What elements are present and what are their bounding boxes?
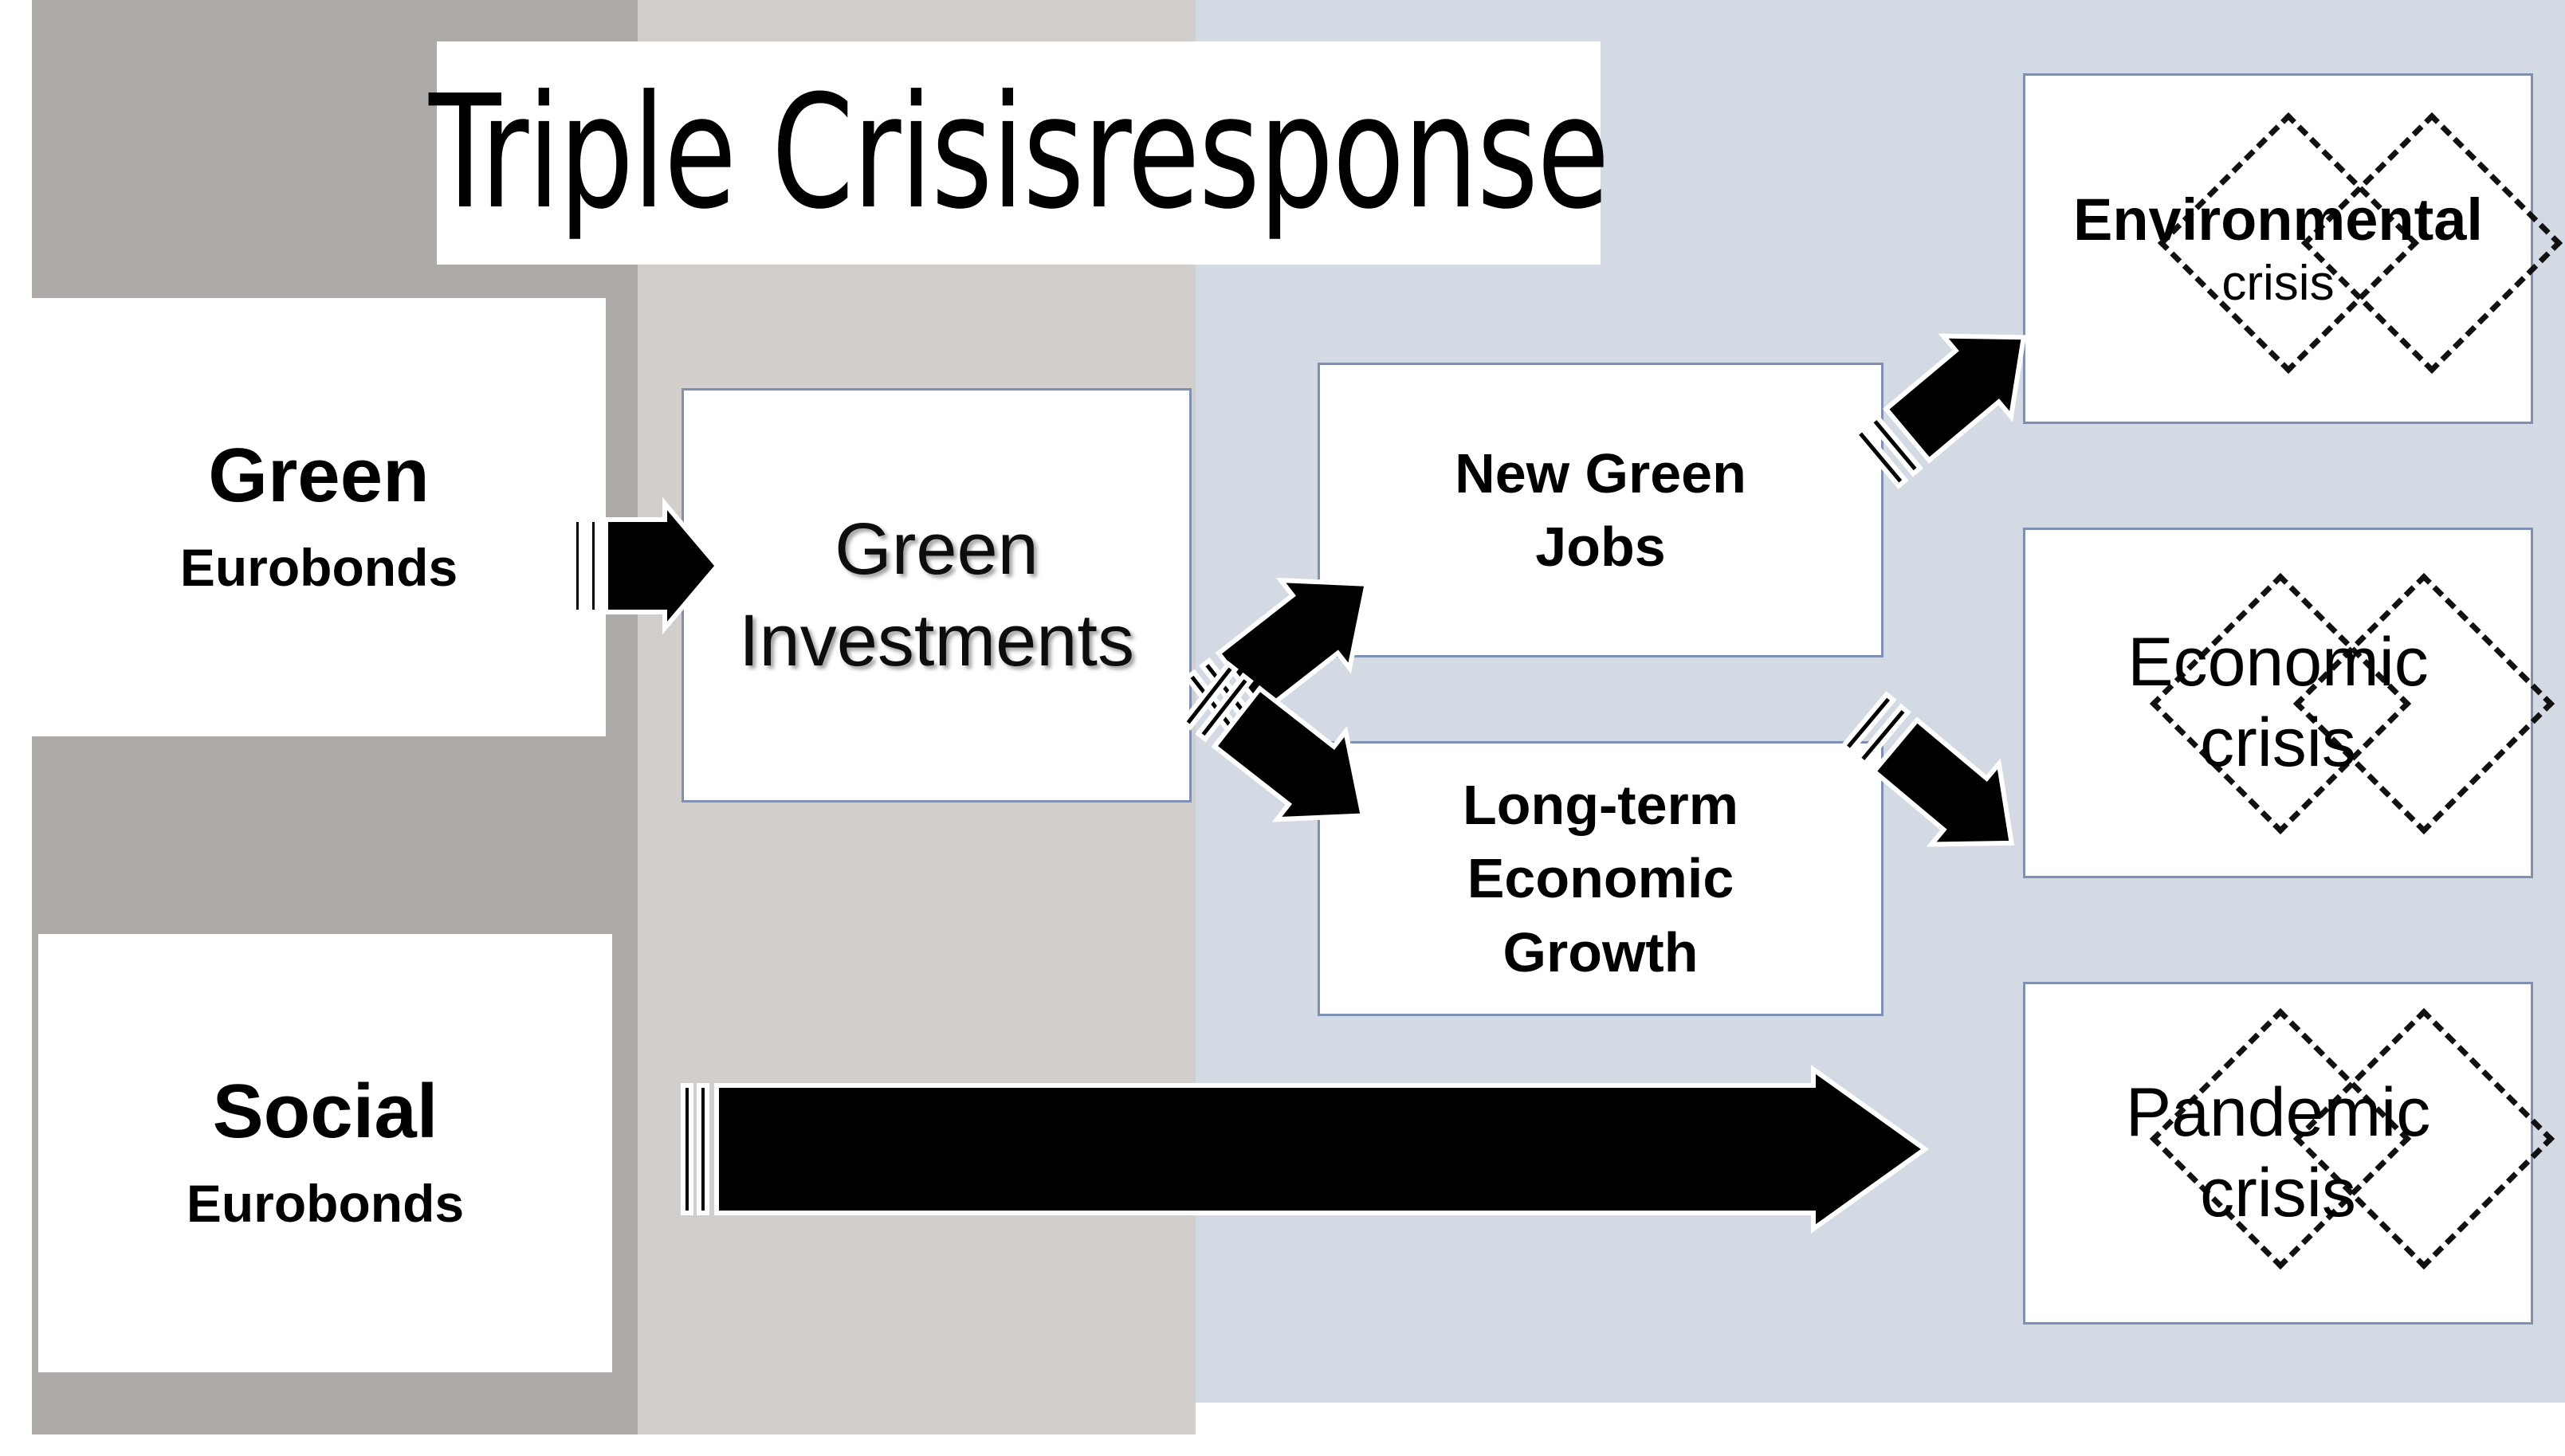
- green-eurobonds-line2: Eurobonds: [179, 538, 458, 598]
- pandemic-crisis-line1: Pandemic: [2125, 1073, 2431, 1151]
- social-eurobonds-line1: Social: [212, 1068, 438, 1154]
- green-investments-line1: Green: [835, 508, 1039, 590]
- new-green-jobs-line2: Jobs: [1535, 516, 1666, 578]
- page-title: Triple Crisisresponse: [429, 62, 1610, 244]
- arrow-green-eurobonds-to-green-investments: [572, 496, 732, 635]
- pandemic-crisis-box[interactable]: Pandemic crisis: [2023, 982, 2555, 1325]
- new-green-jobs-line1: New Green: [1455, 442, 1746, 504]
- green-investments-box[interactable]: Green Investments: [682, 388, 1192, 803]
- arrow-long-term-growth-to-economic-crisis: [1825, 673, 2088, 912]
- green-eurobonds-box[interactable]: Green Eurobonds: [32, 298, 606, 736]
- environmental-crisis-line2: crisis: [2221, 256, 2335, 312]
- long-term-growth-line3: Growth: [1502, 920, 1699, 983]
- social-eurobonds-box[interactable]: Social Eurobonds: [38, 934, 612, 1372]
- environmental-crisis-line1: Environmental: [2073, 186, 2483, 253]
- economic-crisis-line2: crisis: [2200, 704, 2356, 781]
- arrow-social-eurobonds-to-pandemic-crisis: [681, 1065, 1957, 1243]
- long-term-growth-box[interactable]: Long-term Economic Growth: [1318, 741, 1883, 1016]
- arrow-new-green-jobs-to-environmental-crisis: [1833, 263, 2096, 502]
- title-box: Triple Crisisresponse: [429, 41, 1610, 265]
- environmental-crisis-box[interactable]: Environmental crisis: [2023, 73, 2563, 424]
- pandemic-crisis-line2: crisis: [2200, 1155, 2356, 1231]
- green-investments-line2: Investments: [739, 600, 1134, 681]
- arrow-green-investments-to-long-term-growth: [1160, 646, 1447, 885]
- economic-crisis-line1: Economic: [2127, 623, 2429, 701]
- social-eurobonds-line2: Eurobonds: [186, 1174, 465, 1234]
- economic-crisis-box[interactable]: Economic crisis: [2023, 528, 2555, 878]
- long-term-growth-line2: Economic: [1467, 847, 1734, 910]
- green-eurobonds-line1: Green: [208, 432, 430, 518]
- long-term-growth-line1: Long-term: [1462, 773, 1739, 836]
- new-green-jobs-box[interactable]: New Green Jobs: [1318, 363, 1883, 657]
